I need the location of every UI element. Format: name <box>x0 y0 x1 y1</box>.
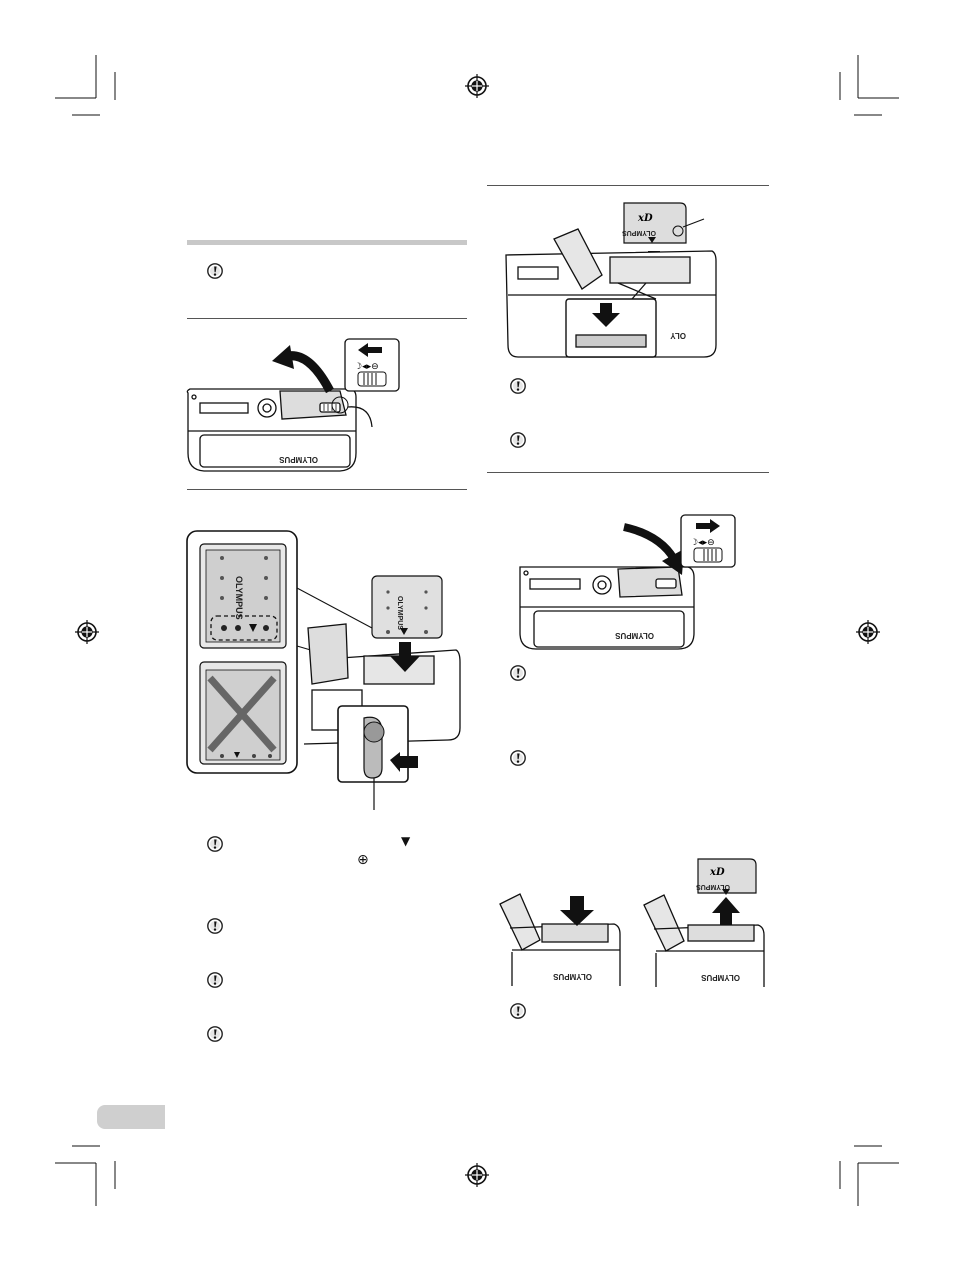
caution-icon <box>510 1003 526 1019</box>
lock-switch-inset: ☽◂▸⊖ <box>344 338 400 392</box>
registration-mark-icon <box>465 74 489 98</box>
section-header-bar <box>187 240 467 245</box>
card-push-illustration: OLYMPUS <box>499 893 621 986</box>
open-cover-illustration: OLYMPUS <box>186 345 373 472</box>
caution-icon <box>510 432 526 448</box>
registration-mark-icon <box>465 1163 489 1187</box>
caution-icon <box>510 378 526 394</box>
step-divider <box>487 185 769 186</box>
xd-logo: xD <box>637 213 653 224</box>
svg-text:OLYMPUS: OLYMPUS <box>396 596 403 630</box>
caution-icon <box>207 918 223 934</box>
svg-text:OLYMPUS: OLYMPUS <box>234 576 244 620</box>
caution-icon <box>207 972 223 988</box>
svg-text:OLYMPUS: OLYMPUS <box>701 973 740 982</box>
triangle-down-icon: ▼ <box>401 834 411 848</box>
plus-circle-icon: ⊕ <box>357 852 369 868</box>
step-divider <box>487 472 769 473</box>
battery-insert-illustration: OLYMPUS OLYMPUS <box>186 530 461 810</box>
page-number-tab <box>97 1105 165 1129</box>
caution-icon <box>207 1026 223 1042</box>
card-remove-illustration: xD OLYMPUS OLYMPUS <box>643 858 765 987</box>
caution-icon <box>510 750 526 766</box>
svg-text:OLY: OLY <box>670 331 686 340</box>
caution-icon <box>510 665 526 681</box>
close-cover-illustration: OLYMPUS <box>519 523 695 650</box>
svg-text:OLYMPUS: OLYMPUS <box>622 229 656 236</box>
lock-switch-inset: ☽◂▸⊖ <box>680 514 736 568</box>
svg-text:OLYMPUS: OLYMPUS <box>615 631 654 640</box>
svg-text:OLYMPUS: OLYMPUS <box>279 455 318 464</box>
step-divider <box>187 489 467 490</box>
svg-text:☽◂▸⊖: ☽◂▸⊖ <box>354 362 379 372</box>
svg-text:OLYMPUS: OLYMPUS <box>696 883 730 890</box>
svg-text:☽◂▸⊖: ☽◂▸⊖ <box>690 538 715 548</box>
step-divider <box>187 318 467 319</box>
svg-text:OLYMPUS: OLYMPUS <box>553 972 592 981</box>
xd-logo: xD <box>709 867 725 878</box>
registration-mark-icon <box>75 620 99 644</box>
caution-icon <box>207 836 223 852</box>
caution-icon <box>207 263 223 279</box>
card-insert-illustration: xD OLYMPUS OLY <box>505 202 717 358</box>
registration-mark-icon <box>856 620 880 644</box>
